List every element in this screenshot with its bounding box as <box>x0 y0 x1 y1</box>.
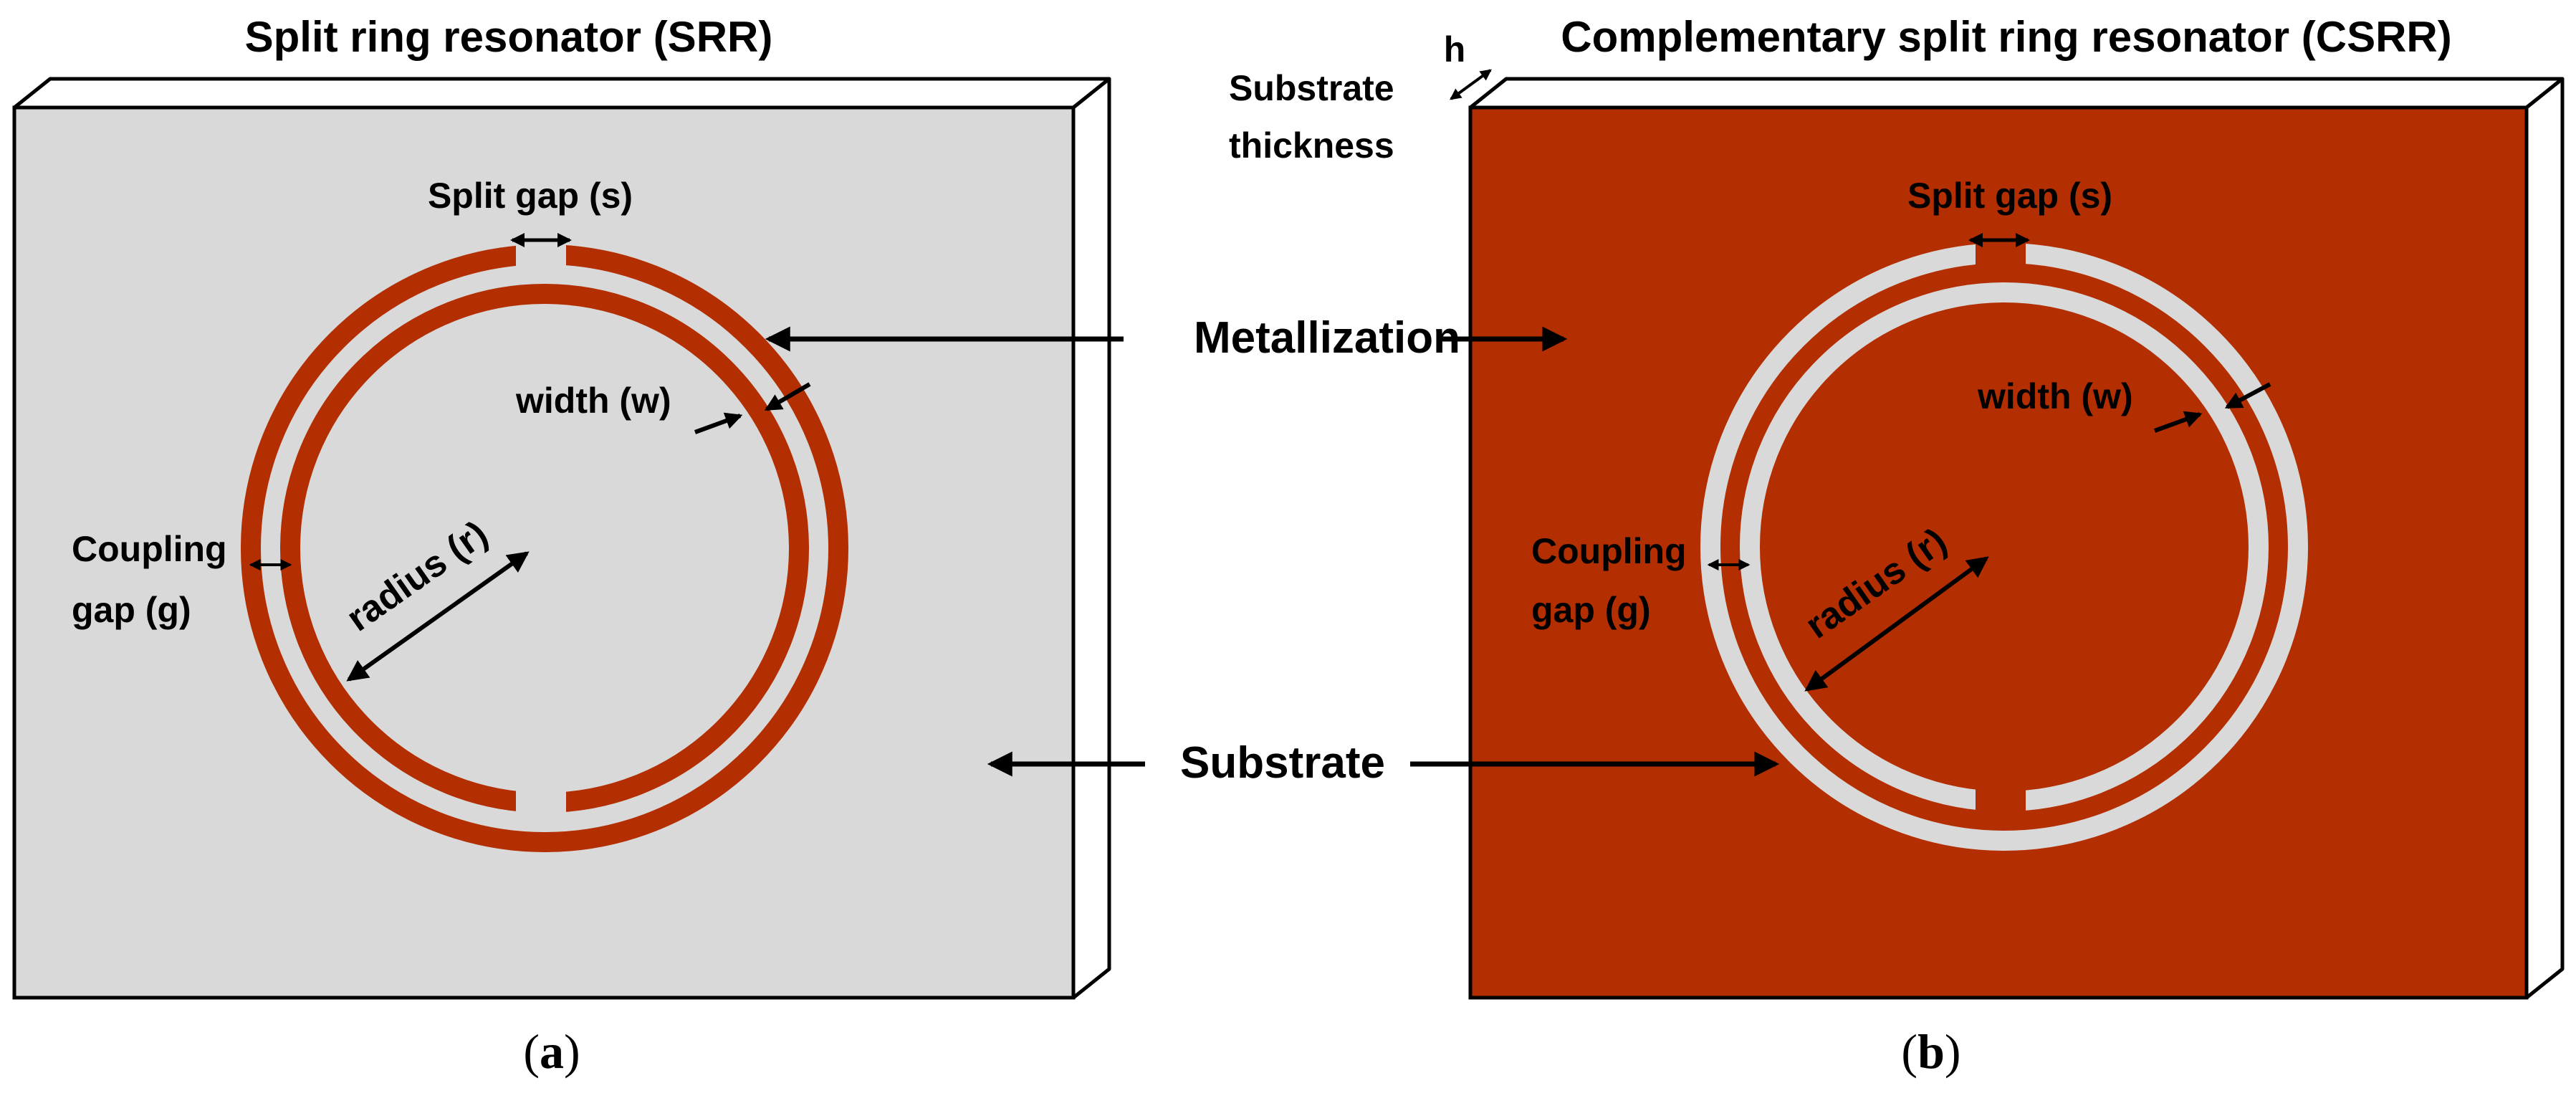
srr-width-label: width (w) <box>515 381 671 421</box>
csrr-caption: (b) <box>1901 1024 1960 1079</box>
csrr-panel: Split gap (s) width (w) Coupling gap (g)… <box>1229 13 2565 1079</box>
srr-inner-split-gap <box>516 781 566 824</box>
csrr-width-arrow-outer <box>2224 382 2271 409</box>
srr-substrate-top-edge <box>12 77 1111 110</box>
csrr-title: Complementary split ring resonator (CSRR… <box>1561 13 2452 61</box>
srr-width-arrow-inner <box>694 412 743 434</box>
srr-caption-close: ) <box>564 1024 580 1079</box>
srr-split-gap-label: Split gap (s) <box>428 176 633 216</box>
srr-radius-arrow <box>346 551 530 682</box>
srr-substrate-side-edge <box>1071 77 1111 1000</box>
srr-width-arrow-outer <box>764 382 811 411</box>
csrr-coupling-label-line2: gap (g) <box>1531 590 1651 630</box>
csrr-split-gap-label: Split gap (s) <box>1907 176 2112 216</box>
srr-title: Split ring resonator (SRR) <box>245 13 773 61</box>
srr-coupling-label-line2: gap (g) <box>72 590 191 630</box>
csrr-substrate-top-edge <box>1468 77 2565 110</box>
csrr-substrate-side-edge <box>2524 77 2565 1000</box>
csrr-caption-close: ) <box>1945 1024 1961 1079</box>
srr-panel: Split gap (s) width (w) Coupling gap (g)… <box>12 13 1111 1079</box>
srr-coupling-label-line1: Coupling <box>72 529 227 569</box>
csrr-coupling-label-line1: Coupling <box>1531 531 1687 571</box>
srr-caption-open: ( <box>523 1024 540 1079</box>
shared-callouts: Metallization Substrate <box>765 313 1780 788</box>
srr-caption: (a) <box>523 1024 580 1079</box>
csrr-thickness-label-line1: Substrate <box>1229 68 1394 108</box>
csrr-width-arrow-inner <box>2153 411 2203 433</box>
csrr-width-label: width (w) <box>1977 376 2133 416</box>
srr-caption-letter: a <box>540 1024 564 1079</box>
metallization-label: Metallization <box>1194 313 1460 363</box>
csrr-thickness-label-line2: thickness <box>1229 125 1394 166</box>
csrr-thickness-symbol: h <box>1444 29 1466 70</box>
substrate-label: Substrate <box>1180 738 1385 788</box>
csrr-outer-split-gap <box>1976 231 2026 274</box>
csrr-inner-split-gap <box>1976 780 2026 823</box>
csrr-caption-open: ( <box>1901 1024 1917 1079</box>
csrr-caption-letter: b <box>1917 1024 1945 1079</box>
csrr-radius-arrow <box>1804 556 1989 692</box>
csrr-thickness-arrow <box>1450 69 1492 100</box>
